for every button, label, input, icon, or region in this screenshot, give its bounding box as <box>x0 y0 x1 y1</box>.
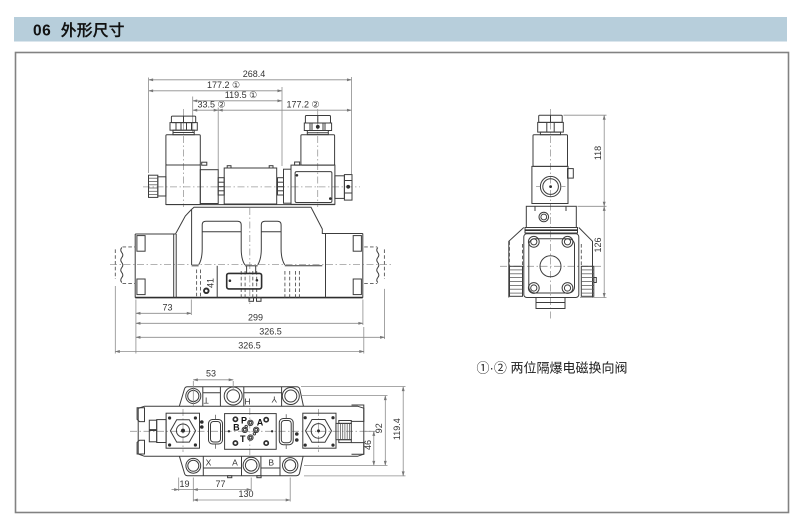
svg-text:B: B <box>233 422 240 432</box>
svg-text:268.4: 268.4 <box>243 69 266 79</box>
svg-text:73: 73 <box>162 303 172 313</box>
svg-text:H: H <box>244 397 250 407</box>
svg-text:P: P <box>241 416 247 426</box>
svg-text:Y: Y <box>271 395 277 405</box>
svg-text:119.5 ①: 119.5 ① <box>225 90 257 100</box>
svg-text:X: X <box>206 457 212 467</box>
svg-text:118: 118 <box>593 146 603 160</box>
svg-text:92: 92 <box>374 423 384 433</box>
svg-text:177.2 ②: 177.2 ② <box>286 100 319 110</box>
svg-text:326.5: 326.5 <box>238 341 261 351</box>
svg-text:41: 41 <box>205 278 215 288</box>
svg-text:130: 130 <box>238 489 253 499</box>
svg-text:53: 53 <box>206 369 216 379</box>
svg-text:326.5: 326.5 <box>259 327 282 337</box>
svg-text:19: 19 <box>179 479 189 489</box>
svg-text:06 外形尺寸: 06 外形尺寸 <box>33 21 125 40</box>
svg-text:119.4: 119.4 <box>392 418 402 440</box>
svg-text:T: T <box>204 396 209 406</box>
svg-text:①·② 两位隔爆电磁换向阀: ①·② 两位隔爆电磁换向阀 <box>477 361 628 376</box>
svg-text:A: A <box>232 458 238 468</box>
svg-text:A: A <box>257 418 264 428</box>
svg-text:126: 126 <box>593 237 603 252</box>
svg-text:T: T <box>240 434 246 444</box>
svg-text:B: B <box>268 457 274 467</box>
svg-text:177.2 ①: 177.2 ① <box>207 80 240 90</box>
svg-text:77: 77 <box>215 479 225 489</box>
svg-text:33.5 ②: 33.5 ② <box>197 100 225 110</box>
svg-text:46: 46 <box>363 440 373 450</box>
svg-text:299: 299 <box>248 313 263 323</box>
